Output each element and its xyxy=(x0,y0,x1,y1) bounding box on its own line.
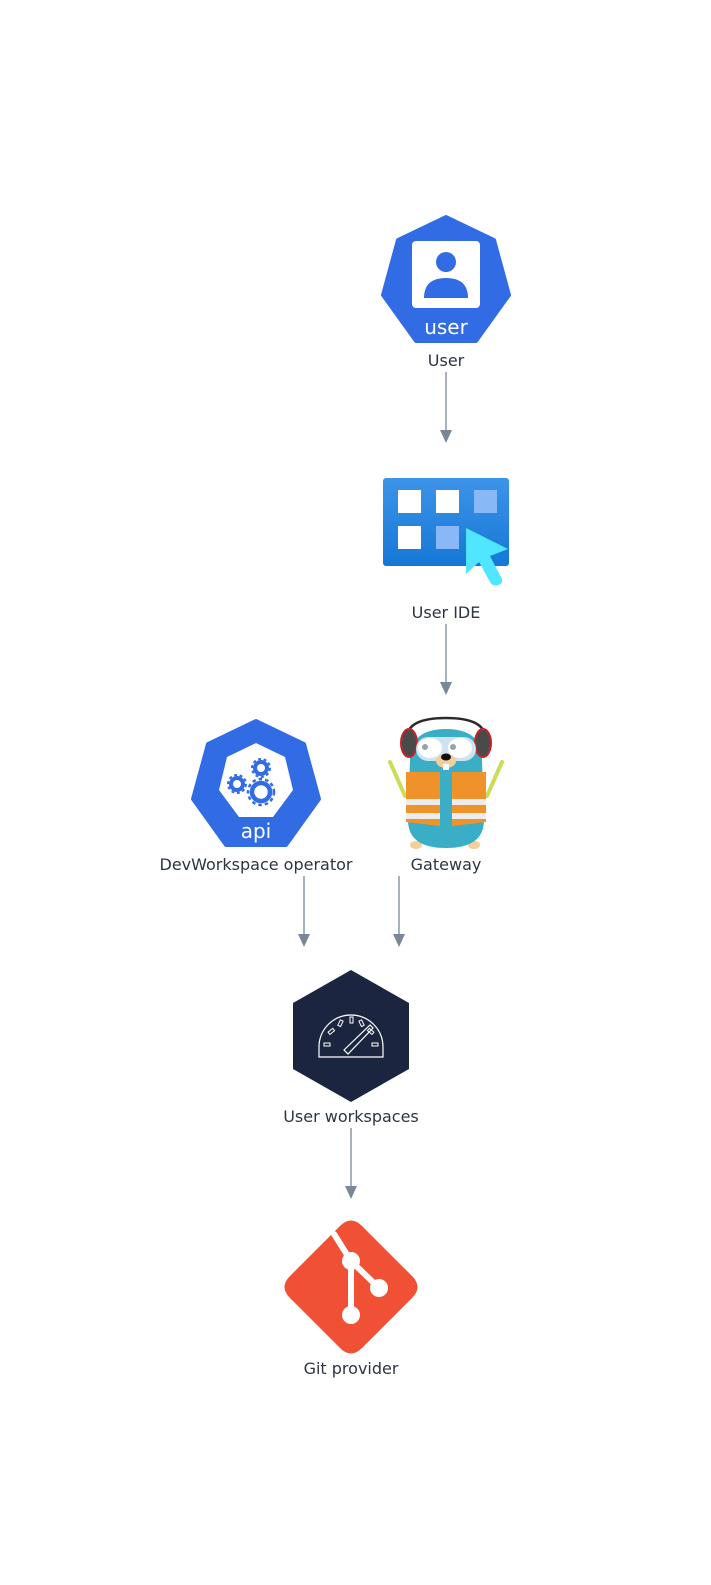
edge-workspaces-to-git xyxy=(345,1128,357,1199)
git-logo-icon xyxy=(284,1220,418,1354)
node-user[interactable]: user User xyxy=(381,215,511,370)
edge-gateway-to-workspaces xyxy=(393,876,405,947)
edge-ide-to-gateway xyxy=(440,624,452,695)
kubernetes-user-icon: user xyxy=(381,215,511,343)
node-label-user-workspaces: User workspaces xyxy=(283,1107,419,1126)
go-gopher-icon xyxy=(388,716,504,849)
node-label-user-ide: User IDE xyxy=(412,603,481,622)
node-label-user: User xyxy=(428,351,465,370)
edge-operator-to-workspaces xyxy=(298,876,310,947)
ide-grid-cursor-icon xyxy=(383,478,509,586)
node-user-ide[interactable]: User IDE xyxy=(383,478,509,622)
dashboard-gauge-hexagon-icon xyxy=(293,970,409,1102)
api-badge-text: api xyxy=(241,819,272,843)
node-label-git-provider: Git provider xyxy=(304,1359,399,1378)
node-gateway[interactable]: Gateway xyxy=(388,716,504,874)
user-badge-text: user xyxy=(424,315,468,339)
edge-user-to-ide xyxy=(440,372,452,443)
node-git-provider[interactable]: Git provider xyxy=(284,1220,418,1379)
node-user-workspaces[interactable]: User workspaces xyxy=(283,970,419,1126)
node-label-gateway: Gateway xyxy=(411,855,482,874)
node-label-devworkspace-operator: DevWorkspace operator xyxy=(160,855,353,874)
kubernetes-api-icon: api xyxy=(191,719,321,847)
node-devworkspace-operator[interactable]: api DevWorkspace operator xyxy=(160,719,353,874)
